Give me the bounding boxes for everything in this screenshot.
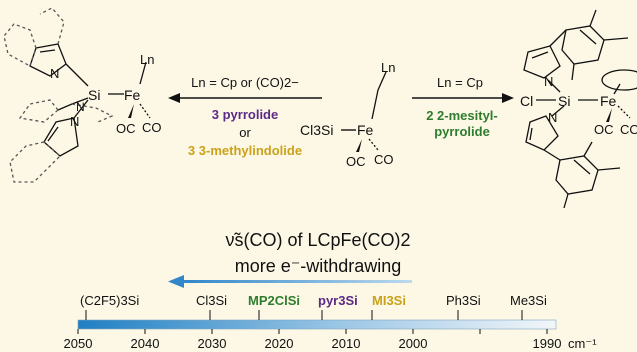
right-fe-label: Fe [600,93,617,109]
left-ln-label: Ln [140,52,154,67]
reagent-mesitylpyrrolide-2: pyrrolide [434,124,490,139]
tick-2030: 2030 [198,336,227,351]
left-fe-label: Fe [124,87,141,103]
scale-title: ν̃s(CO) of LCpFe(CO)2 [225,230,410,250]
right-reaction-arrow: Ln = Cp 2 2-mesityl- pyrrolide [412,75,514,139]
label-mi3si: MI3Si [372,293,406,308]
left-oc-label: OC [116,121,136,136]
left-si-label: Si [88,87,100,103]
right-n-upper: N [544,74,553,89]
left-n-middle: N [76,100,85,114]
ln-label: Ln [381,60,395,75]
reagent-mesitylpyrrolide-1: 2 2-mesityl- [426,108,498,123]
right-si-label: Si [558,93,570,109]
left-n-upper: N [50,66,59,81]
oc-label: OC [346,154,366,169]
reagent-or: or [239,125,251,140]
label-c2f5-3si: (C2F5)3Si [80,293,139,308]
right-co-label: CO [620,122,637,137]
tick-labels: 2050 2040 2030 2020 2010 2000 1990 cm⁻¹ [64,336,598,351]
right-condition: Ln = Cp [437,75,483,90]
label-cl3si: Cl3Si [196,293,227,308]
unit-label: cm⁻¹ [568,336,597,351]
left-reaction-arrow: Ln = Cp or (CO)2− 3 pyrrolide or 3 3-met… [168,75,322,158]
right-product-structure [523,9,637,209]
label-mp2clsi: MP2ClSi [248,293,300,308]
left-product-structure [3,7,151,183]
left-condition: Ln = Cp or (CO)2− [191,75,299,90]
label-me3si: Me3Si [510,293,547,308]
label-ph3si: Ph3Si [446,293,481,308]
reagent-pyrrolide: 3 pyrrolide [212,107,278,122]
tick-2000: 2000 [399,336,428,351]
withdrawing-arrow [168,275,412,288]
tick-1990: 1990 [533,336,562,351]
tick-2020: 2020 [265,336,294,351]
axis-ticks [77,329,548,334]
left-n-lower: N [70,114,79,129]
right-n-lower: N [548,110,557,125]
label-markers [85,310,523,320]
scale-subtitle: more e⁻-withdrawing [235,256,402,276]
starting-complex: Cl3Si Fe Ln OC CO [300,60,395,169]
right-cl-label: Cl [520,93,533,109]
left-co-label: CO [142,120,162,135]
co-label: CO [374,152,394,167]
wavenumber-bar [77,319,557,330]
label-pyr3si: pyr3Si [318,293,358,308]
fe-label: Fe [357,122,374,138]
tick-2050: 2050 [64,336,93,351]
tick-2040: 2040 [131,336,160,351]
tick-2010: 2010 [332,336,361,351]
right-oc-label: OC [594,122,614,137]
reagent-methylindolide: 3 3-methylindolide [188,143,302,158]
cl3si-label: Cl3Si [300,122,333,138]
scale-labels: (C2F5)3Si Cl3Si MP2ClSi pyr3Si MI3Si Ph3… [80,293,547,308]
